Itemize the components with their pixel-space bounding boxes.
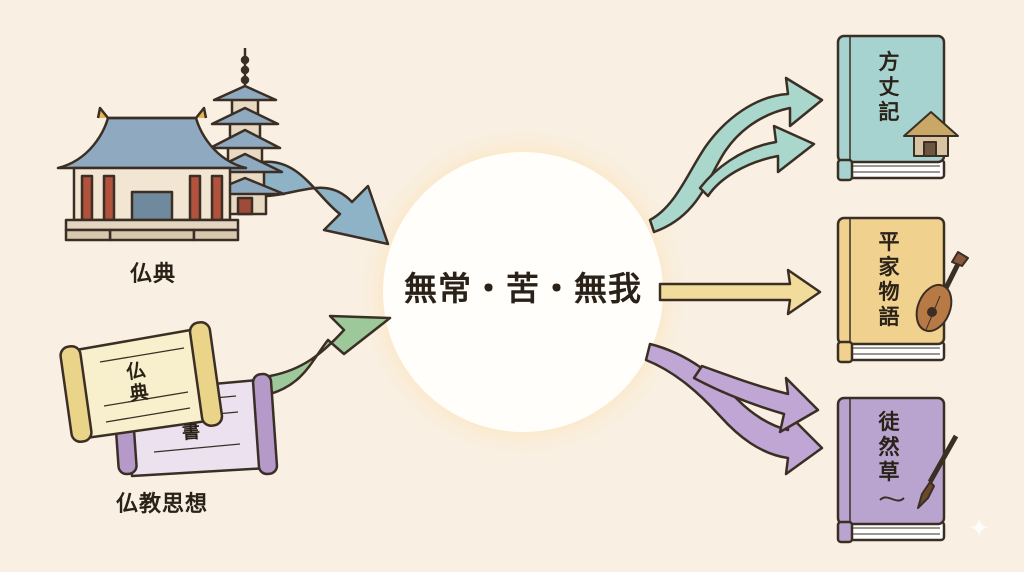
- scrolls-icon: [59, 321, 279, 478]
- temple-pagoda-icon: [56, 48, 286, 242]
- book-title-heike: 平家物語: [878, 230, 900, 329]
- hut-icon: [903, 111, 959, 157]
- arrow-center-to-heike: [658, 268, 822, 316]
- sparkle-icon: ✦: [968, 514, 990, 544]
- arrow-temple-to-center: [260, 160, 390, 246]
- source-label-buddhist-scriptures: 仏典: [130, 262, 177, 287]
- center-glow: [353, 122, 693, 462]
- center-concept-label: 無常・苦・無我: [404, 269, 642, 308]
- arrow-center-to-houjouki: [648, 76, 824, 234]
- source-label-buddhist-thought: 仏教思想: [116, 492, 209, 517]
- arrow-center-to-tsurezure: [644, 342, 824, 476]
- scroll-text-back: 書: [181, 421, 202, 444]
- arrow-scrolls-to-center: [268, 314, 392, 396]
- brush-icon: [879, 434, 959, 509]
- book-title-tsurezure: 徒然草: [878, 410, 900, 484]
- biwa-lute-icon: [915, 251, 969, 333]
- book-title-houjouki: 方丈記: [878, 50, 900, 124]
- book-tsurezure: [836, 396, 946, 544]
